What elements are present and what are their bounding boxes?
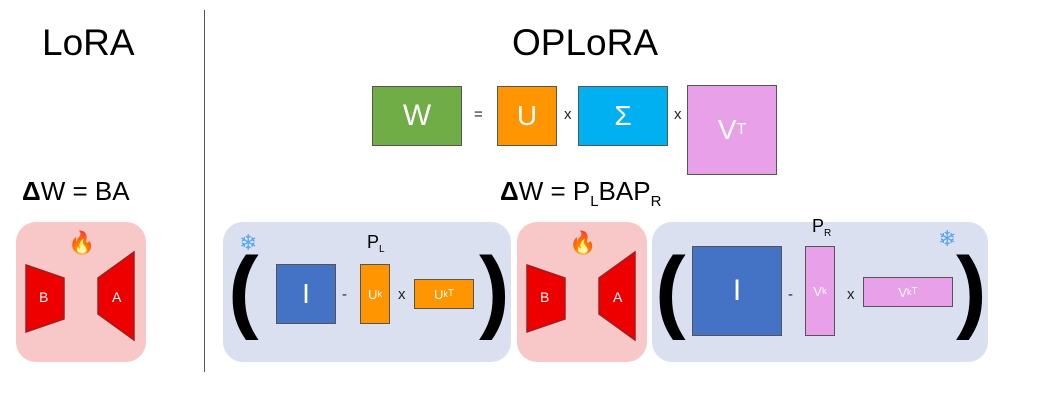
oplora-b-matrix (526, 263, 566, 334)
minus-sign: - (342, 286, 347, 303)
lora-adapter-panel: 🔥 B A (16, 222, 146, 362)
lora-title: LoRA (42, 22, 135, 63)
close-paren: ) (956, 239, 987, 341)
left-projector-label: PL (367, 232, 385, 255)
times-sign: x (847, 286, 855, 303)
lora-adapter-shapes (25, 250, 135, 342)
lora-b-matrix (25, 263, 65, 334)
snowflake-icon: ❄ (938, 226, 957, 251)
times-sign: x (564, 106, 572, 123)
close-paren: ) (479, 239, 510, 341)
identity-matrix: I (692, 246, 782, 336)
open-paren: ( (228, 239, 259, 341)
w-matrix: W (372, 86, 462, 146)
sigma-matrix: Σ (578, 86, 668, 146)
section-divider (204, 10, 205, 372)
oplora-adapter-shapes (526, 250, 636, 342)
oplora-title: OPLoRA (512, 22, 659, 63)
oplora-b-label: B (540, 289, 550, 305)
equals-sign: = (474, 106, 483, 123)
oplora-a-label: A (613, 289, 623, 305)
oplora-equation: ΔW = PLBAPR (500, 176, 662, 210)
delta-symbol: Δ (500, 176, 519, 206)
lora-a-matrix (97, 250, 135, 342)
identity-matrix: I (276, 264, 336, 324)
oplora-a-matrix (598, 250, 636, 342)
times-sign: x (674, 106, 682, 123)
snowflake-icon: ❄ (239, 230, 258, 255)
lora-equation: ΔW = BA (22, 176, 130, 206)
right-projector-label: PR (812, 216, 832, 239)
open-paren: ( (655, 239, 686, 341)
times-sign: x (398, 286, 406, 303)
minus-sign: - (788, 286, 793, 303)
u-matrix: U (497, 86, 557, 146)
delta-symbol: Δ (22, 176, 41, 206)
lora-b-label: B (39, 289, 49, 305)
fire-icon: 🔥 (569, 230, 597, 255)
lora-a-label: A (112, 289, 122, 305)
oplora-adapter-panel: 🔥 B A (517, 222, 647, 362)
fire-icon: 🔥 (68, 230, 96, 255)
